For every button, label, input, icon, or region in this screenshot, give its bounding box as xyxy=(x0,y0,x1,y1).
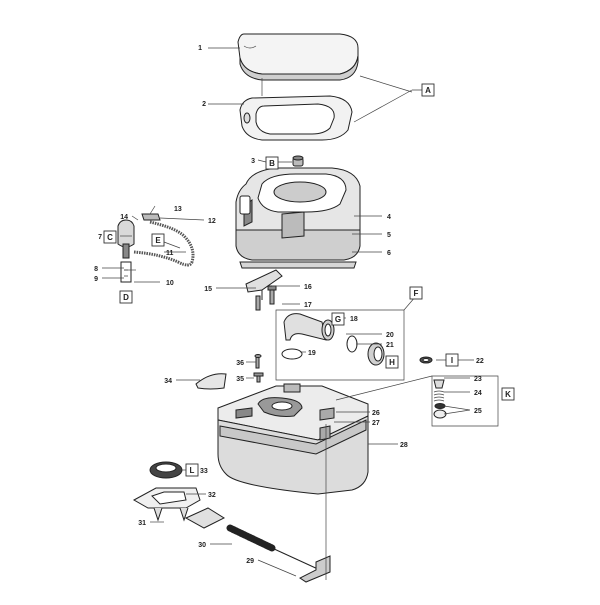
group-box-d: D xyxy=(119,290,133,304)
group-box-f: F xyxy=(409,286,423,300)
group-label-f: F xyxy=(414,289,419,298)
callout-6: 6 xyxy=(387,250,391,257)
seal-part xyxy=(419,356,433,364)
callout-7: 7 xyxy=(98,234,102,241)
cover-part xyxy=(195,373,227,390)
seat-part xyxy=(239,95,353,141)
group-label-d: D xyxy=(123,293,129,302)
callout-22: 22 xyxy=(476,358,484,365)
callout-36: 36 xyxy=(236,360,244,367)
callout-18: 18 xyxy=(350,316,358,323)
upper-tank-part xyxy=(235,167,361,269)
callout-28: 28 xyxy=(400,442,408,449)
group-label-g: G xyxy=(335,315,341,324)
callout-26: 26 xyxy=(372,410,380,417)
callout-23: 23 xyxy=(474,376,482,383)
callout-31: 31 xyxy=(138,520,146,527)
callout-9: 9 xyxy=(94,276,98,283)
group-label-c: C xyxy=(107,233,113,242)
group-box-a: A xyxy=(421,83,435,97)
callout-10: 10 xyxy=(166,280,174,287)
callout-30: 30 xyxy=(198,542,206,549)
callout-numbers: 1 2 3 4 5 6 7 8 9 10 11 12 13 14 15 16 1… xyxy=(94,45,484,565)
group-box-b: B xyxy=(265,156,279,170)
callout-13: 13 xyxy=(174,206,182,213)
group-label-i: I xyxy=(451,356,453,365)
callout-21: 21 xyxy=(386,342,394,349)
vent-cap-part xyxy=(292,155,304,167)
callout-15: 15 xyxy=(204,286,212,293)
group-label-l: L xyxy=(190,466,195,475)
callout-3: 3 xyxy=(251,158,255,165)
box-k-parts xyxy=(431,375,499,427)
ring-seal-part xyxy=(149,461,183,479)
callout-20: 20 xyxy=(386,332,394,339)
group-box-c: C xyxy=(103,230,117,244)
callout-33: 33 xyxy=(200,468,208,475)
callout-27: 27 xyxy=(372,420,380,427)
screws-part xyxy=(253,354,264,383)
callout-25: 25 xyxy=(474,408,482,415)
lower-tank-part xyxy=(217,383,369,495)
group-label-h: H xyxy=(389,358,395,367)
group-label-k: K xyxy=(505,390,511,399)
callout-12: 12 xyxy=(208,218,216,225)
group-label-b: B xyxy=(269,159,275,168)
lid-part xyxy=(237,33,359,81)
assembly-box-f xyxy=(275,309,405,381)
group-label-a: A xyxy=(425,86,431,95)
group-box-h: H xyxy=(385,355,399,369)
callout-24: 24 xyxy=(474,390,482,397)
valve-handle-part xyxy=(245,269,283,311)
group-box-e: E xyxy=(151,233,165,247)
pump-assembly-part xyxy=(117,213,195,283)
group-box-g: G xyxy=(331,312,345,326)
group-box-k: K xyxy=(501,387,515,401)
callout-14: 14 xyxy=(120,214,128,221)
callout-29: 29 xyxy=(246,558,254,565)
callout-1: 1 xyxy=(198,45,202,52)
group-label-e: E xyxy=(155,236,161,245)
callout-11: 11 xyxy=(166,250,174,257)
callout-32: 32 xyxy=(208,492,216,499)
callout-34: 34 xyxy=(164,378,172,385)
callout-4: 4 xyxy=(387,214,391,221)
callout-5: 5 xyxy=(387,232,391,239)
group-box-l: L xyxy=(185,463,199,477)
callout-8: 8 xyxy=(94,266,98,273)
callout-19: 19 xyxy=(308,350,316,357)
callout-17: 17 xyxy=(304,302,312,309)
leader-lines xyxy=(102,47,474,580)
callout-16: 16 xyxy=(304,284,312,291)
callout-35: 35 xyxy=(236,376,244,383)
group-box-i: I xyxy=(445,353,459,367)
drain-rod-part xyxy=(184,507,331,583)
bracket-part xyxy=(132,487,201,522)
callout-2: 2 xyxy=(202,101,206,108)
